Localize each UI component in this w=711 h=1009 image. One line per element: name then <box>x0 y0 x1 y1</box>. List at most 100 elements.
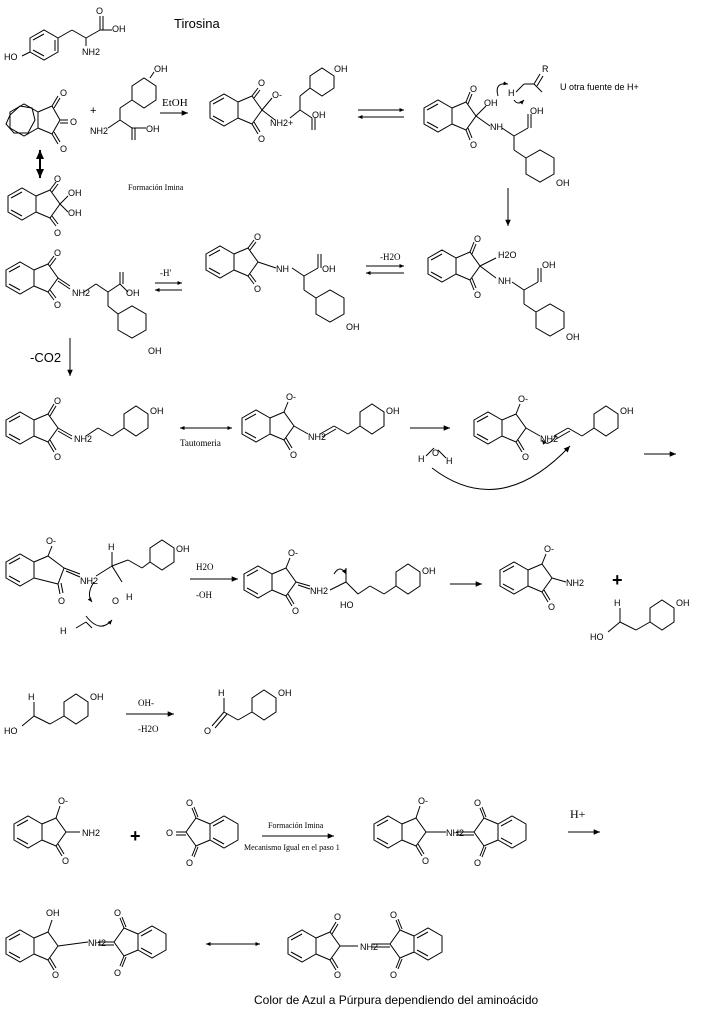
acid-source-note: U otra fuente de H+ <box>560 82 639 92</box>
minus-oh-label: -OH <box>196 590 212 600</box>
trione2-o-mid: O <box>166 828 173 838</box>
enol-n-label: NH2 <box>308 432 326 442</box>
attack-o-bottom: O <box>522 452 529 462</box>
enol-o-bottom-label: O <box>52 970 59 980</box>
adduct-o-top: O <box>258 78 265 88</box>
amino-nh2-label: NH2 <box>566 578 584 588</box>
hemiaminal-o-bottom: O <box>470 140 477 150</box>
carbocation-fragment <box>607 599 675 633</box>
decarb-n-label: NH2 <box>74 434 92 444</box>
equilibrium-arrows-3 <box>366 264 404 275</box>
h-plus-label: H+ <box>570 807 586 821</box>
equilibrium-arrows-1 <box>358 108 404 119</box>
amino2-o-top: O- <box>58 796 68 806</box>
carbocation-reactant <box>21 693 89 727</box>
purple-right-o-bottom: O <box>390 970 397 980</box>
enol-phenol-label: OH <box>386 406 400 416</box>
hemiaminal-oh-label: OH <box>484 98 498 108</box>
imine-formation-2-label: Formación Imina <box>268 821 324 830</box>
anion-o-top: O- <box>418 796 428 806</box>
amino-o-bottom: O <box>548 602 555 612</box>
tyrosine-structure <box>21 16 112 61</box>
imine-n-label: NH2 <box>72 288 90 298</box>
water-base-label: H <box>60 626 67 636</box>
tyrosine-nh2-label: NH2 <box>82 47 100 57</box>
cation2-ho-label: HO <box>4 726 18 736</box>
reactant-amine-label: NH2 <box>90 126 108 136</box>
protonated-phenol-label: OH <box>176 544 190 554</box>
adduct-acid-label: OH <box>312 110 326 120</box>
ammonium-elimination <box>243 557 421 607</box>
oxonium-label: H2O <box>498 250 517 260</box>
tyrosine-reactant <box>107 71 157 140</box>
amine-o-top: O <box>254 232 261 242</box>
condensation-plus: + <box>130 826 141 846</box>
aldehyde-product <box>211 689 277 729</box>
protonated-o-bottom: O <box>58 596 65 606</box>
adduct-alkoxide-label: O- <box>272 90 282 100</box>
attack-phenol-label: OH <box>620 406 634 416</box>
amino2-nh2-label: NH2 <box>82 828 100 838</box>
oxonium-nh-label: NH <box>498 276 511 286</box>
hemiaminal-o-top: O <box>470 84 477 94</box>
tyrosine-ho-label: HO <box>4 52 18 62</box>
water-h-left: H <box>418 454 425 464</box>
ruhemann-enol <box>5 916 167 971</box>
hemiaminal-intermediate <box>423 73 555 183</box>
water-reagent-label: H2O <box>196 562 214 572</box>
tautomerism-label: Tautomeria <box>180 438 221 448</box>
protonated-n-label: NH2 <box>80 576 98 586</box>
minus-h2o-label: -H2O <box>380 252 401 262</box>
hemiaminal-acid-label: OH <box>530 106 544 116</box>
imine-formation-label: Formación Imina <box>128 183 184 192</box>
amino-indenone <box>499 553 567 603</box>
enolate-attack <box>425 403 619 490</box>
acid-h-label: H <box>508 88 515 98</box>
decarb-phenol-label: OH <box>150 406 164 416</box>
hydrate-oh-top: OH <box>68 188 82 198</box>
ruhemann-purple <box>287 918 443 971</box>
elim-o-top: O- <box>288 548 298 558</box>
adduct-ammonium-label: NH2+ <box>270 118 293 128</box>
oxonium-o-label: O <box>112 596 119 606</box>
oxonium-o-bottom: O <box>474 290 481 300</box>
purple-anion <box>373 805 527 858</box>
imine-acid <box>5 255 147 339</box>
attack-n-label: NH2 <box>540 434 558 444</box>
cation2-h-label: H <box>28 692 35 702</box>
trione-o-top: O <box>60 88 67 98</box>
color-caption: Color de Azul a Púrpura dependiendo del … <box>254 993 539 1007</box>
trione2-o-top: O <box>186 798 193 808</box>
anion-o-right-bottom: O <box>474 858 481 868</box>
protonated-h-label: H <box>108 542 115 552</box>
hemiaminal-phenol-label: OH <box>556 178 570 188</box>
cation-ho-label: HO <box>590 632 604 642</box>
anion-o-bottom: O <box>422 856 429 866</box>
amino2-o-bottom: O <box>62 856 69 866</box>
tyrosine-title: Tirosina <box>174 16 221 31</box>
purple-n-bridge: NH2 <box>360 942 378 952</box>
imine-decarboxylated <box>5 403 149 453</box>
imine-acid-label: OH <box>126 288 140 298</box>
aldehyde-h-label: H <box>218 688 225 698</box>
anion-o-right-top: O <box>474 798 481 808</box>
enolate-tautomer <box>241 401 385 451</box>
elim-ho-label: HO <box>340 600 354 610</box>
purple-o-top: O <box>334 912 341 922</box>
imine-o-top: O <box>54 248 61 258</box>
elim-o-bottom: O <box>292 606 299 616</box>
water-h-right: H <box>446 456 453 466</box>
elim-phenol-label: OH <box>422 566 436 576</box>
amine-intermediate <box>205 239 345 323</box>
anion-n-label: NH2 <box>446 828 464 838</box>
hydrate-oh-bottom: OH <box>68 208 82 218</box>
hydroxide-label: OH- <box>138 698 154 708</box>
oxonium-o-top: O <box>474 234 481 244</box>
same-mechanism-label: Mecanismo Igual en el paso 1 <box>244 843 340 852</box>
oxonium-h-label: H <box>126 592 133 602</box>
oxonium-intermediate <box>427 241 565 337</box>
amine-nh-label: NH <box>276 264 289 274</box>
reactant-acid-label: OH <box>146 124 160 134</box>
amino-o-top: O- <box>544 544 554 554</box>
